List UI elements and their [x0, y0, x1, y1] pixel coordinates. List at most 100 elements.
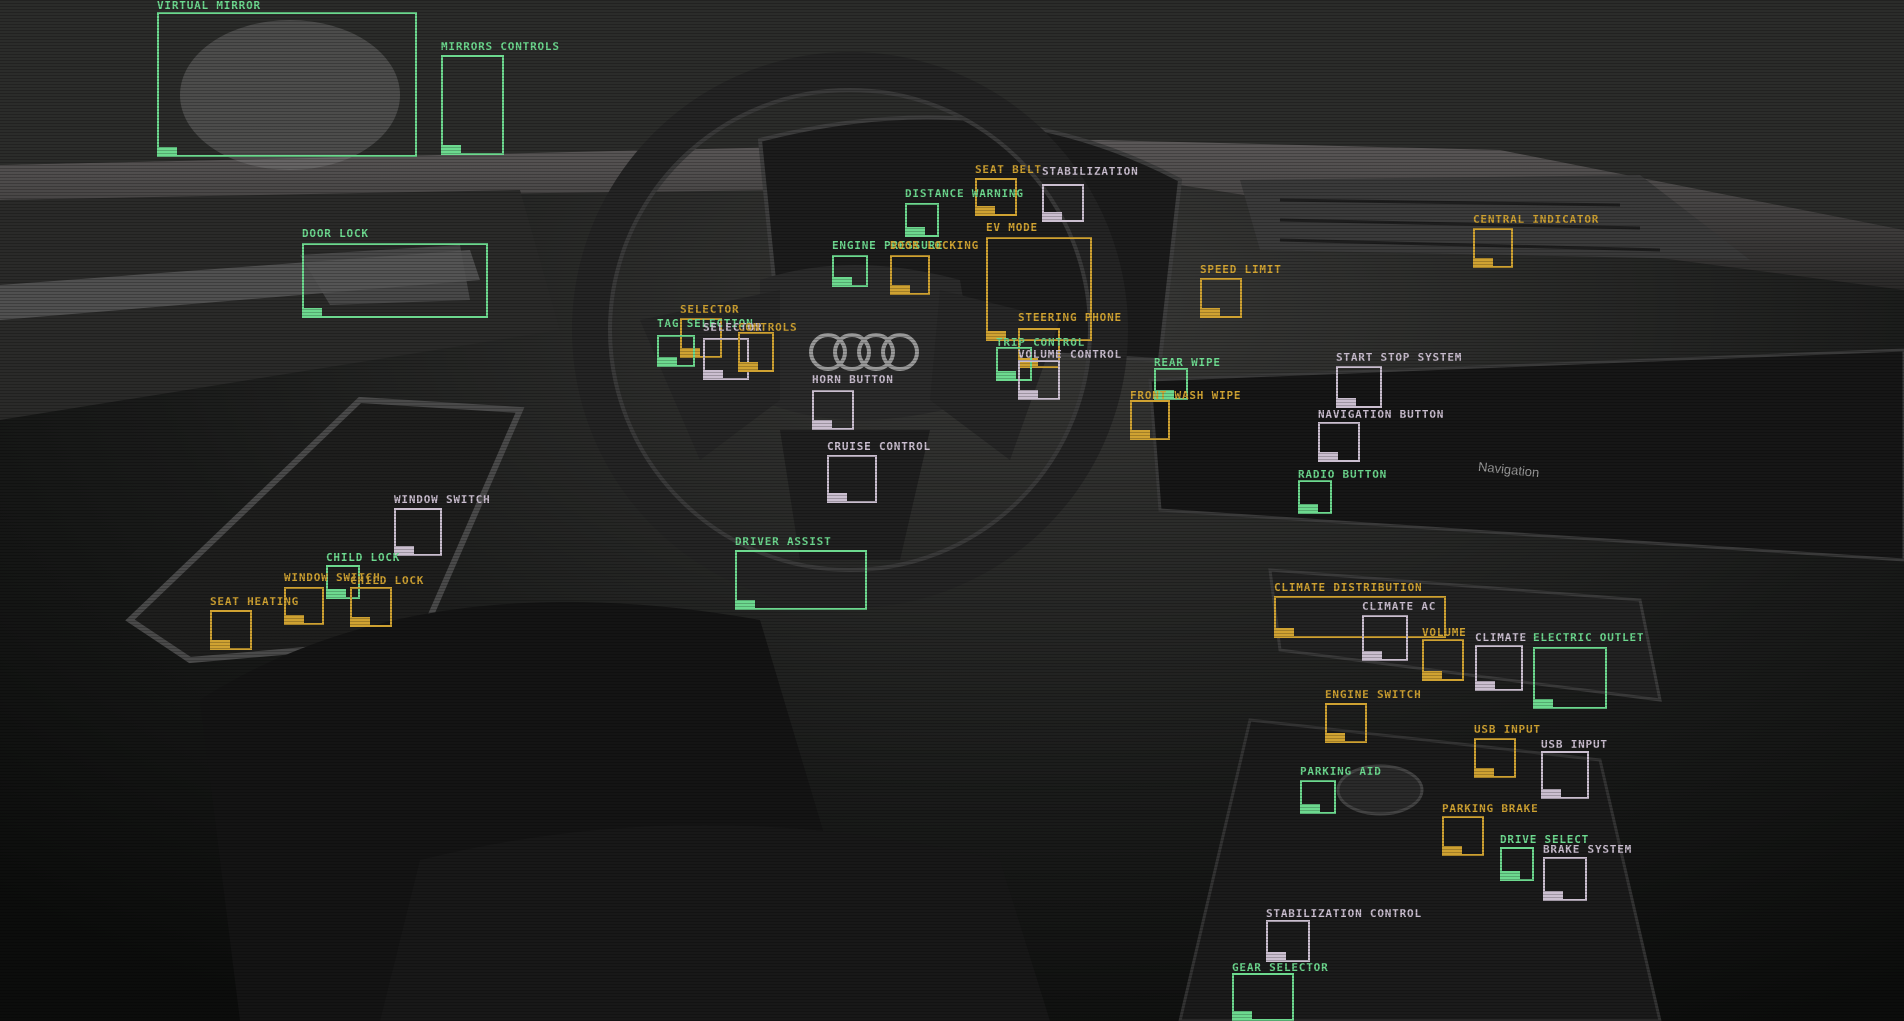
bbox-electric-outlet[interactable] [1533, 647, 1607, 709]
bbox-brake-system[interactable] [1543, 857, 1587, 901]
bbox-label-start-stop-system: START STOP SYSTEM [1336, 351, 1463, 364]
bbox-parking-brake[interactable] [1442, 816, 1484, 856]
bbox-seat-heating[interactable] [210, 610, 252, 650]
bbox-gear-selector[interactable] [1232, 973, 1294, 1021]
bbox-ev-mode[interactable] [986, 237, 1092, 341]
bbox-drive-select[interactable] [1500, 847, 1534, 881]
bbox-label-drive-select: DRIVE SELECT [1500, 833, 1590, 846]
bbox-id-tag [1444, 846, 1462, 854]
bbox-label-engine-pressure: ENGINE PRESSURE [832, 239, 944, 252]
bbox-label-electric-outlet: ELECTRIC OUTLET [1533, 631, 1645, 644]
bbox-label-brake-system: BRAKE SYSTEM [1543, 843, 1633, 856]
bbox-distance-warning[interactable] [905, 203, 939, 237]
bbox-id-tag [1020, 358, 1038, 366]
bbox-id-tag [1543, 789, 1561, 797]
bbox-engine-pressure[interactable] [832, 255, 868, 287]
bbox-central-indicator[interactable] [1473, 228, 1513, 268]
bbox-label-door-locking: DOOR LOCKING [890, 239, 980, 252]
bbox-controls[interactable] [738, 332, 774, 372]
bbox-label-driver-assist: DRIVER ASSIST [735, 535, 832, 548]
bbox-usb-input[interactable] [1474, 738, 1516, 778]
bbox-tag-selection[interactable] [657, 335, 695, 367]
bbox-label-navigation-button: NAVIGATION BUTTON [1318, 408, 1445, 421]
bbox-label-parking-brake: PARKING BRAKE [1442, 802, 1539, 815]
bbox-id-tag [814, 420, 832, 428]
bbox-id-tag [659, 357, 677, 365]
bbox-start-stop-system[interactable] [1336, 366, 1382, 408]
bbox-climate[interactable] [1475, 645, 1523, 691]
bbox-id-tag [1477, 681, 1495, 689]
bbox-id-tag [829, 493, 847, 501]
bbox-id-tag [159, 147, 177, 155]
bbox-id-tag [304, 308, 322, 316]
bbox-cruise-control[interactable] [827, 455, 877, 503]
bbox-id-tag [1202, 308, 1220, 316]
bbox-stabilization[interactable] [1042, 184, 1084, 222]
bbox-trip-control[interactable] [996, 347, 1032, 381]
bbox-virtual-mirror[interactable] [157, 12, 417, 157]
bbox-label-child-lock: CHILD LOCK [350, 574, 425, 587]
bbox-label-child-lock: CHILD LOCK [326, 551, 401, 564]
bbox-label-horn-button: HORN BUTTON [812, 373, 894, 386]
bbox-climate-distribution[interactable] [1274, 596, 1446, 638]
bbox-climate-ac[interactable] [1362, 615, 1408, 661]
bbox-id-tag [352, 617, 370, 625]
bbox-id-tag [1476, 768, 1494, 776]
bbox-label-usb-input: USB INPUT [1474, 723, 1541, 736]
bbox-label-parking-aid: PARKING AID [1300, 765, 1382, 778]
bbox-label-stabilization-control: STABILIZATION CONTROL [1266, 907, 1422, 920]
bbox-id-tag [998, 371, 1016, 379]
bbox-volume[interactable] [1422, 639, 1464, 681]
bbox-selector[interactable] [703, 338, 749, 380]
bbox-child-lock[interactable] [326, 565, 360, 599]
bbox-id-tag [892, 285, 910, 293]
bbox-usb-input[interactable] [1541, 751, 1589, 799]
bbox-door-locking[interactable] [890, 255, 930, 295]
bbox-id-tag [1327, 733, 1345, 741]
bbox-id-tag [1132, 430, 1150, 438]
bbox-label-window-switch: WINDOW SWITCH [394, 493, 491, 506]
bbox-id-tag [1545, 891, 1563, 899]
bbox-front-wash-wipe[interactable] [1130, 400, 1170, 440]
bbox-speed-limit[interactable] [1200, 278, 1242, 318]
bbox-id-tag [682, 348, 700, 356]
bbox-id-tag [1338, 398, 1356, 406]
bbox-id-tag [212, 640, 230, 648]
bbox-driver-assist[interactable] [735, 550, 867, 610]
bbox-seat-belt[interactable] [975, 178, 1017, 216]
bbox-window-switch[interactable] [284, 587, 324, 625]
bbox-id-tag [1364, 651, 1382, 659]
bbox-label-seat-belt: SEAT BELT [975, 163, 1042, 176]
bbox-door-lock[interactable] [302, 243, 488, 318]
bbox-id-tag [737, 600, 755, 608]
bbox-id-tag [1268, 952, 1286, 960]
bbox-rear-wipe[interactable] [1154, 368, 1188, 400]
bbox-radio-button[interactable] [1298, 480, 1332, 514]
bbox-label-mirrors-controls: MIRRORS CONTROLS [441, 40, 560, 53]
bbox-id-tag [1156, 390, 1174, 398]
bbox-label-climate: CLIMATE [1475, 631, 1527, 644]
bbox-id-tag [834, 277, 852, 285]
bbox-id-tag [443, 145, 461, 153]
bbox-id-tag [1276, 628, 1294, 636]
bbox-id-tag [1535, 699, 1553, 707]
bbox-parking-aid[interactable] [1300, 780, 1336, 814]
bbox-id-tag [705, 370, 723, 378]
bbox-id-tag [907, 227, 925, 235]
bbox-mirrors-controls[interactable] [441, 55, 504, 155]
bbox-stabilization-control[interactable] [1266, 920, 1310, 962]
bbox-label-engine-switch: ENGINE SWITCH [1325, 688, 1422, 701]
bbox-id-tag [1302, 804, 1320, 812]
bbox-label-door-lock: DOOR LOCK [302, 227, 369, 240]
bbox-volume-control[interactable] [1018, 360, 1060, 400]
bbox-label-usb-input: USB INPUT [1541, 738, 1608, 751]
bbox-navigation-button[interactable] [1318, 422, 1360, 462]
bbox-id-tag [977, 206, 995, 214]
bbox-window-switch[interactable] [394, 508, 442, 556]
bbox-label-ev-mode: EV MODE [986, 221, 1038, 234]
bbox-label-climate-distribution: CLIMATE DISTRIBUTION [1274, 581, 1423, 594]
bbox-engine-switch[interactable] [1325, 703, 1367, 743]
bbox-child-lock[interactable] [350, 587, 392, 627]
bbox-id-tag [1300, 504, 1318, 512]
bbox-horn-button[interactable] [812, 390, 854, 430]
